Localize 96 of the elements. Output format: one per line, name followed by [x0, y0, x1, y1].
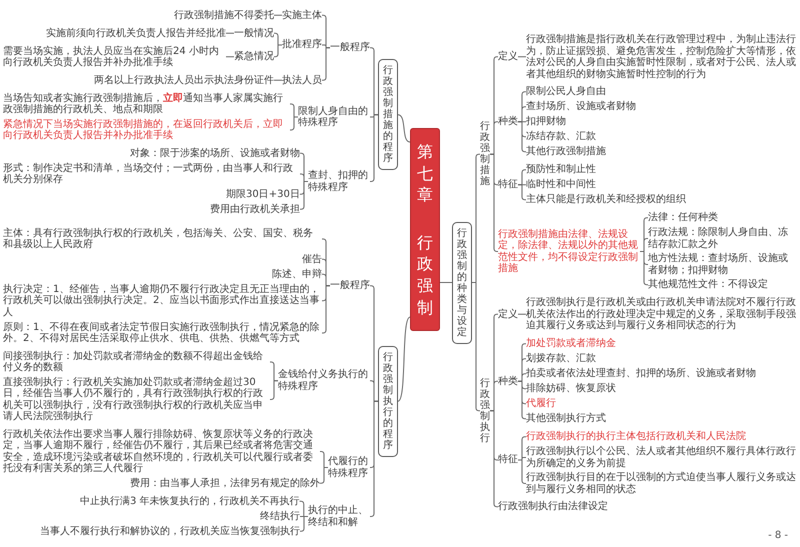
connector-line	[518, 184, 526, 200]
note-text: 行政强制措施由法律、法规设定，除法律、法规以外的其他规范性文件，均不得设定行政强制措施	[498, 228, 640, 274]
connector-line	[490, 154, 498, 252]
note-text: 临时性和中间性	[526, 179, 596, 190]
connector-line	[320, 467, 328, 484]
branch-curve	[398, 316, 410, 402]
note-text: 费用由行政机关承担	[210, 204, 300, 215]
note-text: 其他强制执行方式	[526, 413, 606, 424]
branch-curve	[440, 282, 452, 283]
chapter-title-panel	[410, 128, 440, 332]
note-text: 紧急情况下当场实施行政强制措施的，在返回行政机关后，立即向行政机关负责人报告并补办批准手续	[3, 118, 290, 142]
connector-line	[226, 32, 234, 34]
note-text: 当场告知或者实施行政强制措施后，立即通知当事人家属实施行政强制措施的行政机关、地点和期限	[3, 92, 290, 116]
note-text: 行政强制执行以个公民、法人或者其他组织不履行具体行政行为所确定的义务为前提	[526, 446, 796, 469]
subtopic-label: 紧急情况	[234, 51, 274, 62]
connector-line	[290, 116, 298, 130]
note-text: 终结执行	[260, 510, 300, 522]
branch-curve	[398, 114, 410, 142]
note-text: 两名以上行政执法人员出示执法身份证件	[94, 74, 274, 86]
note-text: 主体只能是行政机关和经授权的组织	[526, 194, 686, 206]
subtopic-label: 执法人员	[282, 74, 322, 86]
subtopic-label: 定义	[498, 51, 518, 62]
note-text: 期限30日+30日	[226, 188, 300, 200]
subtopic-label: 特征	[498, 454, 518, 466]
note-text: 划拨存款、汇款	[526, 353, 596, 364]
connector-line	[322, 47, 330, 81]
connector-line	[274, 44, 282, 58]
subtopic-label: 代履行的特殊程序	[328, 456, 370, 479]
topic-label: 行政强制执行	[480, 378, 490, 444]
note-text: 当事人不履行执行和解协议的，行政机关应当恢复强制执行	[40, 526, 300, 537]
note-text: 预防性和制止性	[526, 164, 596, 176]
note-text: 行政强制措施不得委托	[174, 10, 274, 21]
connector-line	[270, 380, 278, 400]
topic-card: 行政强制措施的程序	[378, 59, 398, 170]
subtopic-label: 执行的中止、终结和和解	[308, 505, 370, 528]
connector-line	[518, 314, 526, 315]
note-text: 拍卖或者依法处理查封、扣押的场所、设施或者财物	[526, 368, 756, 380]
chapter-number: 第七章	[417, 141, 433, 206]
subtopic-label: 特征	[498, 179, 518, 190]
note-text: 法律：任何种类	[648, 212, 718, 224]
topic-card: 行政强制执行的程序	[378, 346, 398, 457]
note-text: 陈述、申辩	[272, 268, 322, 280]
connector-line	[300, 516, 308, 532]
note-text: 地方性法规：查封场所、设施或者财物；扣押财物	[648, 253, 796, 276]
note-text: 对象：限于涉案的场所、设施或者财物	[130, 148, 300, 159]
subtopic-label: 查封、扣押的特殊程序	[308, 170, 370, 193]
connector-line	[518, 56, 526, 58]
note-text: 冻结存款、汇款	[526, 131, 596, 142]
connector-line	[370, 114, 378, 182]
connector-line	[274, 14, 282, 16]
chapter-title: 行政强制	[417, 232, 433, 318]
topic-card: 行政强制的种类与设定	[452, 222, 472, 344]
connector-line	[490, 410, 498, 508]
note-text: 催告	[302, 254, 322, 265]
note-text: 行政强制执行的执行主体包括行政机关和人民法院	[526, 431, 746, 442]
note-text: 行政强制执行由法律设定	[498, 501, 608, 512]
note-text: 行政法规：除限制人身自由、冻结存款汇款之外	[648, 227, 796, 250]
subtopic-label: 种类	[498, 376, 518, 387]
note-text: 形式：制作决定书和清单，当场交付；一式两份，由当事人和行政机关分别保存	[3, 162, 300, 186]
subtopic-label: 实施主体	[282, 10, 322, 21]
note-text: 执行决定：1、经催告，当事人逾期仍不履行行政决定且无正当理由的，行政机关可以做出强制执行决定。2、应当以书面形式作出直接送达当事人	[3, 284, 322, 318]
subtopic-label: 金钱给付义务执行的特殊程序	[278, 369, 370, 392]
note-text: 直接强制执行：行政机关实施加处罚款或者滞纳金超过30日，经催告当事人仍不履行的，具有行政强制执行权的行政机关可以强制执行，没有行政强制执行权的行政机关应当申请人民法院强制执行	[3, 376, 270, 422]
note-text: 查封场所、设施或者财物	[526, 101, 636, 112]
subtopic-label: 限制人身自由的特殊程序	[298, 106, 370, 128]
connector-line	[370, 400, 378, 517]
note-text: 费用：由当事人承担，法律另有规定的除外	[130, 478, 320, 489]
subtopic-label: 一般情况	[234, 28, 274, 39]
connector-line	[274, 80, 282, 81]
note-text: 行政机关依法作出要求当事人履行排除妨碍、恢复原状等义务的行政决定，当事人逾期不履行，经催告仍不履行，其后果已经或者将危害交通安全，造成环境污染或者破坏自然环境的，行政机关可以代履行或者委托没有利害关系的第三人代履行	[3, 428, 320, 474]
note-text: 主体：具有行政强制执行权的行政机关，包括海关、公安、国安、税务和县级以上人民政府	[3, 228, 322, 250]
note-text: 行政强制措施是指行政机关在行政管理过程中，为制止违法行为，防止证据毁损、避免危害发生，控制危险扩大等情形，依法对公民的人身自由实施暂时性限制，或者对于公民、法人或者其他组织的财物实施暂时性控制的行为	[526, 34, 796, 80]
note-text: 限制公民人身自由	[526, 86, 606, 98]
note-text: 排除妨碍、恢复原状	[526, 383, 616, 394]
connector-line	[518, 460, 526, 484]
subtopic-label: 种类	[498, 116, 518, 128]
note-text: 其他行政强制措施	[526, 146, 606, 158]
note-text: 代履行	[526, 398, 556, 410]
subtopic-label: 一般程序	[330, 280, 370, 292]
connector-line	[300, 181, 308, 210]
subtopic-label: 一般程序	[330, 42, 370, 54]
topic-label: 行政强制措施	[480, 121, 490, 188]
note-text: 行政强制执行目的在于以强制的方式迫使当事人履行义务或达到与履行义务相同的状态	[526, 472, 796, 495]
subtopic-label: 批准程序	[282, 39, 322, 51]
note-text: 中止执行满3 年未恢复执行的，行政机关不再执行	[80, 496, 300, 507]
note-text: 需要当场实施，执法人员应当在实施后24 小时内向行政机关负责人报告并补办批准手续	[3, 46, 226, 68]
page-number: - 8 -	[768, 530, 788, 541]
note-text: 实施前须向行政机关负责人报告并经批准	[46, 28, 226, 39]
connector-line	[226, 56, 234, 58]
note-text: 其他规范性文件：不得设定	[648, 279, 768, 290]
note-text: 加处罚款或者滞纳金	[526, 338, 616, 350]
subtopic-label: 定义	[498, 308, 518, 320]
note-text: 扣押财物	[526, 116, 566, 128]
note-text: 间接强制执行：加处罚款或者滞纳金的数额不得超出金钱给付义务的数额	[3, 350, 270, 374]
note-text: 原则：1、不得在夜间或者法定节假日实施行政强制执行，情况紧急的除外。2、不得对居民生活采取停止供水、供电、供热、供燃气等方式	[3, 322, 322, 344]
note-text: 行政强制执行是行政机关或由行政机关申请法院对不履行行政机关依法作出的行政处理决定中规定的义务，采取强制手段强迫其履行义务或达到与履行义务相同状态的行为	[526, 297, 796, 332]
